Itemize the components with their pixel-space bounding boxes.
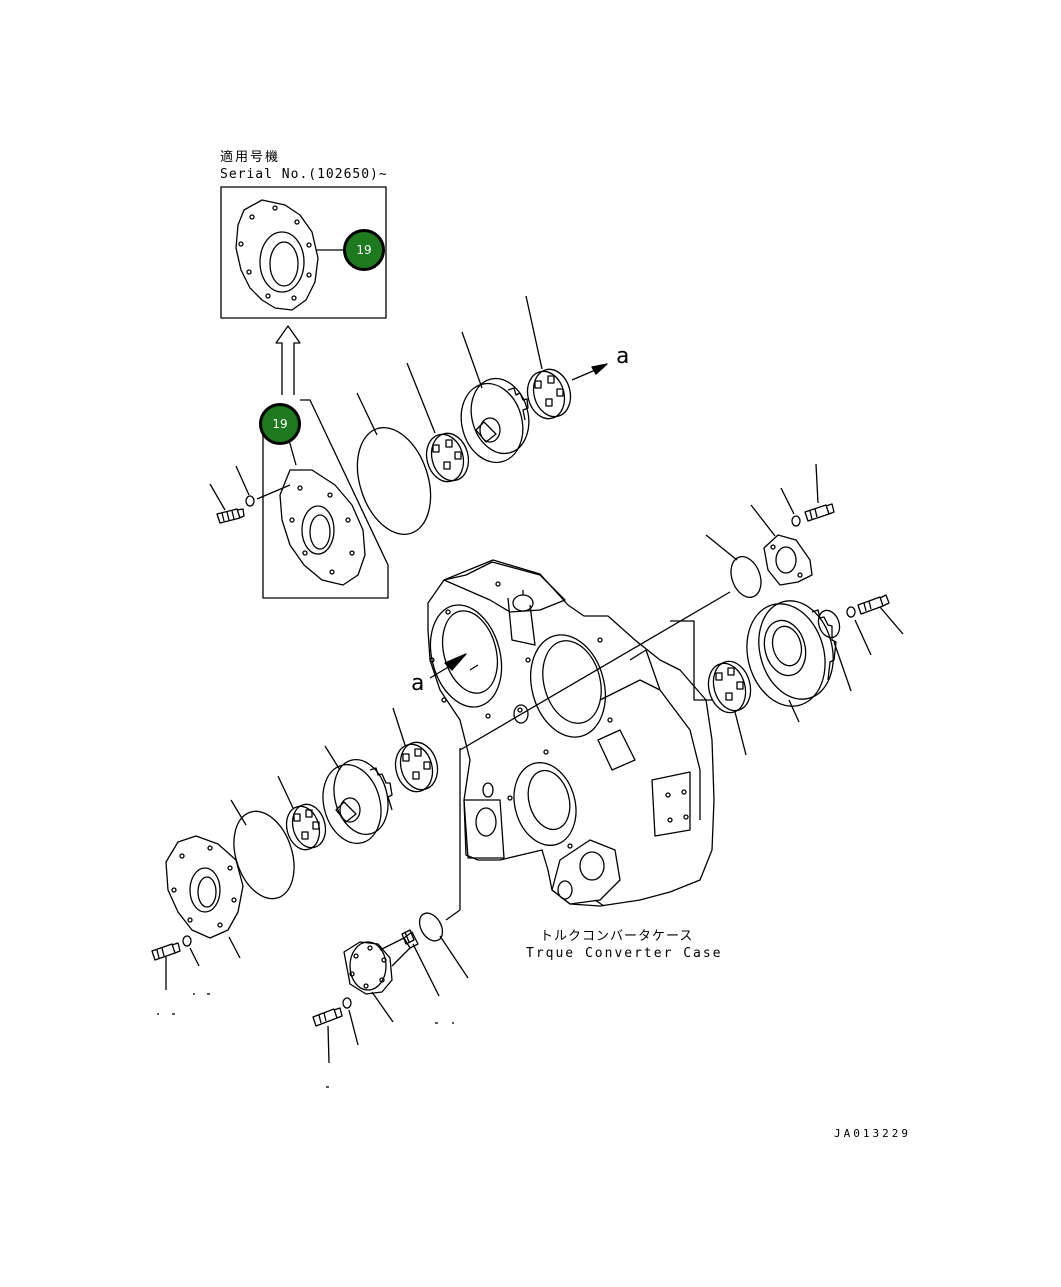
leader bbox=[356, 392, 378, 436]
view-marker-a-upper: a bbox=[616, 344, 630, 369]
leader bbox=[525, 295, 543, 370]
axis-line bbox=[459, 591, 731, 751]
view-a-arrow bbox=[429, 659, 461, 679]
axis-line bbox=[670, 620, 712, 701]
leader bbox=[854, 619, 872, 656]
axis-line bbox=[469, 664, 479, 671]
leader bbox=[750, 504, 776, 537]
right-washer-top bbox=[791, 515, 801, 527]
upper-o-ring bbox=[356, 426, 432, 536]
upper-bearing-1 bbox=[425, 432, 470, 483]
leader bbox=[392, 707, 406, 746]
lower-bolt-2 bbox=[312, 1007, 343, 1027]
leader bbox=[235, 465, 250, 496]
leader bbox=[461, 331, 483, 389]
part-callout-19-main[interactable]: 19 bbox=[259, 403, 301, 445]
leader bbox=[230, 799, 247, 826]
drawing-id: JA013229 bbox=[834, 1127, 911, 1140]
leader bbox=[780, 487, 795, 515]
right-o-ring bbox=[730, 556, 762, 598]
leader bbox=[439, 935, 469, 979]
applicable-serial-jp: 適用号機 bbox=[220, 150, 281, 165]
torque-converter-case bbox=[427, 559, 715, 907]
upper-gear bbox=[460, 377, 530, 464]
lower-bearing-1 bbox=[394, 741, 439, 793]
right-bearing bbox=[707, 660, 752, 714]
leader bbox=[256, 484, 291, 500]
lower-gear bbox=[322, 759, 393, 844]
inset-frame bbox=[220, 186, 387, 319]
leader bbox=[209, 483, 226, 511]
leader bbox=[406, 362, 436, 434]
leader bbox=[277, 775, 294, 809]
lower-bolt-1 bbox=[151, 942, 181, 961]
leader bbox=[324, 745, 341, 771]
up-arrow bbox=[275, 325, 301, 395]
right-bolt bbox=[857, 594, 890, 615]
leader bbox=[705, 534, 738, 561]
leader bbox=[879, 606, 904, 635]
upper-bolt bbox=[216, 508, 245, 524]
small-o-ring bbox=[418, 912, 444, 942]
thrust-washer bbox=[817, 609, 841, 639]
lower-bearing-2 bbox=[285, 803, 327, 851]
plug bbox=[401, 929, 415, 945]
leader bbox=[412, 943, 440, 997]
leader bbox=[788, 699, 800, 723]
leader bbox=[189, 947, 200, 967]
leader bbox=[833, 641, 852, 692]
leader bbox=[228, 936, 241, 959]
serial-number-label: Serial No.(102650)~ bbox=[220, 167, 388, 182]
leader bbox=[288, 439, 297, 466]
part-callout-19-inset[interactable]: 19 bbox=[343, 229, 385, 271]
upper-bearing-2 bbox=[526, 368, 572, 420]
leader bbox=[734, 711, 747, 756]
arrow-head bbox=[591, 363, 608, 375]
lower-washer-1 bbox=[182, 935, 192, 947]
upper-cover-plate bbox=[279, 469, 366, 586]
lower-cover-plate bbox=[165, 835, 244, 939]
leader bbox=[327, 1025, 330, 1064]
axis-line bbox=[445, 909, 461, 921]
inset-cover-plate bbox=[235, 199, 319, 311]
case-label-en: Trque Converter Case bbox=[526, 946, 723, 961]
upper-pump-frame bbox=[262, 399, 389, 599]
case-label-jp: トルクコンバータケース bbox=[540, 929, 694, 944]
lower-washer-2 bbox=[342, 997, 352, 1009]
view-marker-a-lower: a bbox=[411, 671, 425, 696]
right-washer bbox=[846, 606, 856, 618]
leader bbox=[815, 463, 819, 504]
lower-flange bbox=[343, 931, 419, 995]
leader bbox=[371, 991, 394, 1023]
right-cover bbox=[763, 534, 813, 586]
upper-washer bbox=[245, 495, 255, 507]
leader bbox=[348, 1009, 359, 1046]
right-bolt-top bbox=[804, 503, 835, 522]
